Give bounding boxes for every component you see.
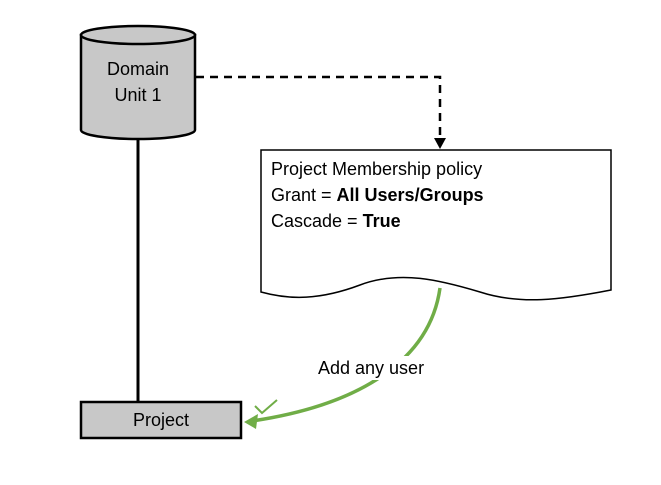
dashed-arrowhead	[434, 138, 446, 149]
domain-unit-label: Domain Unit 1	[81, 56, 195, 108]
policy-grant-prefix: Grant =	[271, 185, 337, 205]
domain-to-policy-dashed-connector	[196, 75, 442, 140]
add-any-user-label: Add any user	[316, 356, 427, 380]
check-icon	[254, 399, 278, 415]
project-label: Project	[132, 410, 190, 430]
policy-text: Project Membership policy Grant = All Us…	[271, 156, 484, 234]
policy-cascade-prefix: Cascade =	[271, 211, 363, 231]
domain-unit-cylinder	[79, 24, 197, 141]
domain-unit-label-line2: Unit 1	[114, 85, 162, 105]
green-arrowhead	[244, 414, 258, 429]
policy-document-shape	[260, 149, 612, 301]
domain-unit-label-line1: Domain	[106, 59, 170, 79]
policy-cascade-value: True	[362, 211, 401, 231]
policy-to-project-arrow	[251, 287, 442, 423]
policy-grant-line: Grant = All Users/Groups	[271, 182, 484, 208]
policy-grant-value: All Users/Groups	[336, 185, 484, 205]
project-box	[79, 400, 243, 440]
policy-title: Project Membership policy	[271, 159, 483, 179]
policy-cascade-line: Cascade = True	[271, 208, 484, 234]
